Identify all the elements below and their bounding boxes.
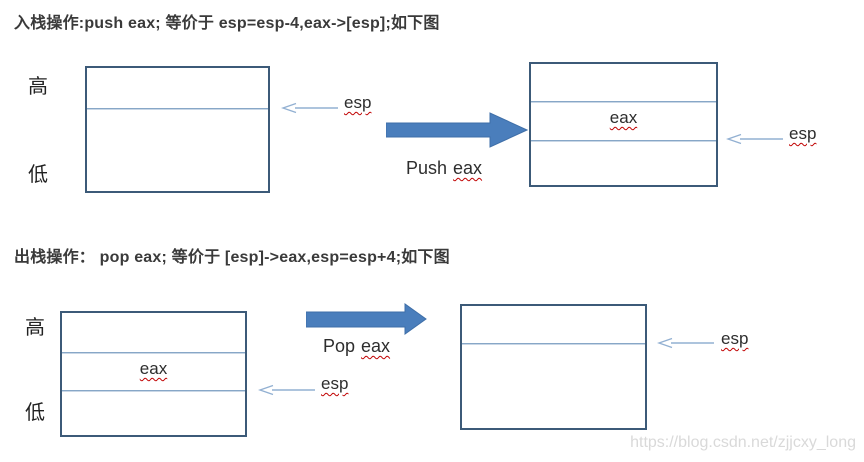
right-arrow-icon <box>386 112 528 148</box>
stack-divider-line <box>87 108 268 109</box>
left-arrow-icon <box>657 337 714 349</box>
stack-box-before-push <box>85 66 270 193</box>
stack-box-after-push: eax <box>529 62 718 187</box>
operation-register: eax <box>453 158 483 178</box>
left-arrow-icon <box>726 133 783 145</box>
stack-box-after-pop <box>460 304 647 430</box>
stack-divider-line <box>462 343 645 344</box>
pop-section-title: 出栈操作： pop eax; 等价于 [esp]->eax,esp=esp+4;… <box>14 249 450 266</box>
left-arrow-icon <box>258 384 315 396</box>
push-section-title: 入栈操作:push eax; 等价于 esp=esp-4,eax->[esp];… <box>14 15 440 32</box>
watermark: https://blog.csdn.net/zjjcxy_long <box>630 434 856 451</box>
esp-pointer-label: esp <box>721 329 749 348</box>
left-arrow-icon <box>281 102 338 114</box>
eax-cell-label: eax <box>139 359 168 378</box>
stack-divider-line <box>531 140 716 141</box>
low-address-label: 低 <box>25 402 45 424</box>
esp-pointer-label: esp <box>321 374 349 393</box>
stack-divider-line <box>531 101 716 102</box>
stack-divider-line <box>62 390 245 391</box>
operation-verb: Pop <box>323 336 356 356</box>
high-address-label: 高 <box>25 317 45 339</box>
eax-cell-label: eax <box>609 108 638 127</box>
esp-pointer-label: esp <box>344 93 372 112</box>
operation-register: eax <box>361 336 391 356</box>
operation-verb: Push <box>406 158 448 178</box>
esp-pointer-label: esp <box>789 124 817 143</box>
right-arrow-icon <box>306 303 427 335</box>
stack-divider-line <box>62 352 245 353</box>
low-address-label: 低 <box>28 164 48 186</box>
stack-box-before-pop: eax <box>60 311 247 437</box>
high-address-label: 高 <box>28 76 48 98</box>
